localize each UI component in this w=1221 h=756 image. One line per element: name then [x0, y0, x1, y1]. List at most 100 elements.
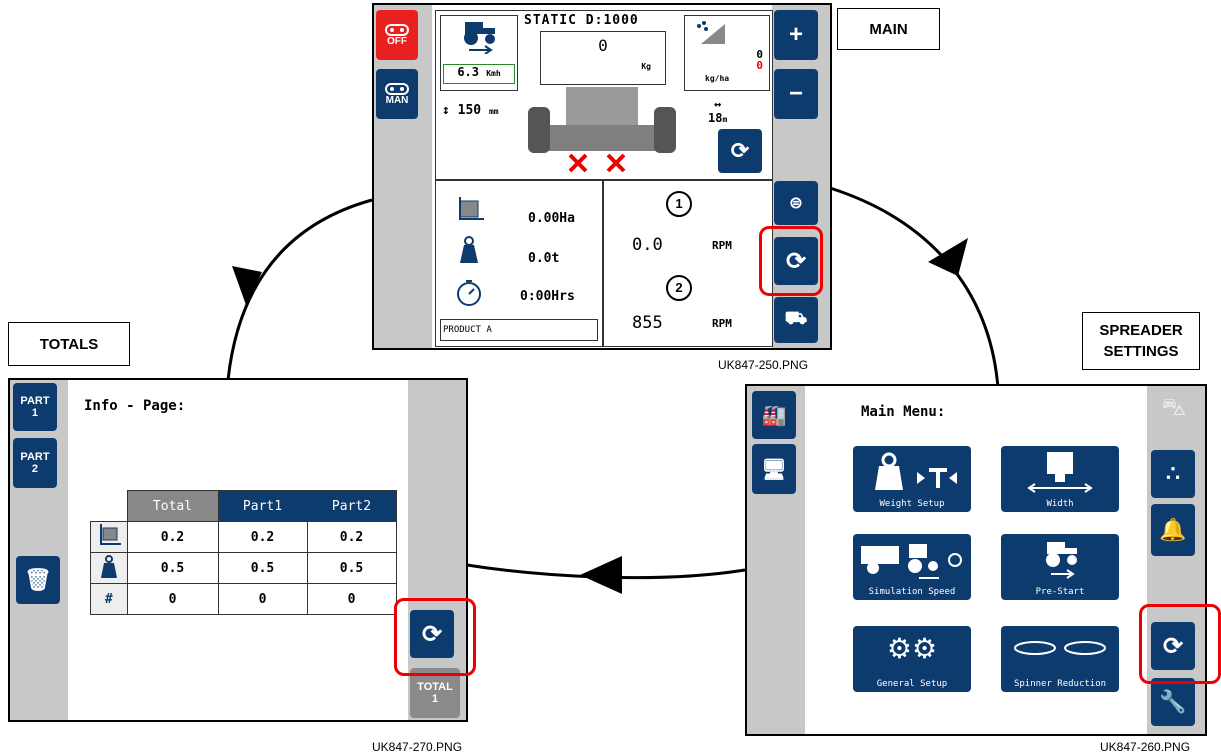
pre-start-button[interactable]: Pre-Start [1001, 534, 1119, 600]
status-panel: STATIC D:1000 6.3 Kmh 0 Kg ↕ 150 mm [435, 10, 773, 180]
column-header: Part1 [217, 490, 308, 522]
width-readout: ↔ 18m [708, 97, 727, 125]
rate-box: 0 0 kg/ha [684, 15, 770, 91]
weight-setup-label: Weight Setup [879, 499, 945, 509]
next-page-button[interactable]: ⟳ [1151, 622, 1195, 670]
rate-increase-button[interactable]: + [774, 10, 818, 60]
tools-button[interactable]: 🔧 [1151, 678, 1195, 726]
diagnostics-button[interactable]: 🖥 [752, 444, 796, 494]
belt-icon [385, 82, 409, 95]
wrench-screwdriver-icon: 🔧 [1159, 689, 1187, 714]
caption-spreader: UK847-260.PNG [1100, 740, 1191, 754]
part2-button[interactable]: PART 2 [13, 438, 57, 488]
spinner-reduction-button[interactable]: Spinner Reduction [1001, 626, 1119, 692]
speed-unit: Kmh [486, 69, 501, 78]
counters-panel: 0.00Ha 0.0t 0:00Hrs PRODUCT A [435, 180, 603, 347]
spinner2-icon: 2 [666, 275, 692, 301]
table-cell: 0.5 [217, 552, 308, 584]
table-row: 0.2 0.2 0.2 [90, 521, 397, 553]
area-icon [459, 197, 484, 220]
factory-icon: 🏭 [761, 404, 787, 427]
next-page-button[interactable]: ⟳ [410, 610, 454, 658]
delete-button[interactable]: 🗑 [16, 556, 60, 604]
total1-button[interactable]: TOTAL 1 [410, 668, 460, 718]
highlight-totals-cycle [394, 598, 476, 676]
spinner1-value: 0.0 [632, 235, 663, 255]
spinner-button[interactable]: ⊜ [774, 181, 818, 225]
next-page-button[interactable]: ⟳ [774, 237, 818, 285]
weight-icon [460, 236, 478, 263]
width-value: 18 [708, 111, 723, 125]
main-label: MAIN [837, 8, 940, 50]
table-cell: 0 [126, 583, 219, 615]
totals-label: TOTALS [8, 322, 130, 366]
width-icon [1027, 452, 1093, 493]
spinner1-icon: 1 [666, 191, 692, 217]
right-rail [408, 380, 466, 720]
arrow-head-up [232, 266, 262, 305]
tractor-icon [1046, 542, 1077, 579]
weight-setup-icon [875, 452, 957, 490]
table-header-row: Total Part1 Part2 [91, 490, 397, 522]
bell-icon: 🔔 [1159, 517, 1187, 542]
main-screen: OFF MAN STATIC D:1000 6.3 Kmh 0 Kg ↕ [372, 3, 832, 350]
pre-start-label: Pre-Start [1035, 587, 1085, 597]
cycle-icon: ⟳ [785, 247, 807, 275]
totals-table: Total Part1 Part2 0.2 0.2 0.2 0.5 0.5 0.… [90, 490, 397, 615]
general-setup-button[interactable]: ⚙⚙ General Setup [853, 626, 971, 692]
table-cell: 0 [306, 583, 397, 615]
product-button[interactable]: ∴ [1151, 450, 1195, 498]
height-value: 150 [457, 103, 482, 118]
width-button[interactable]: Width [1001, 446, 1119, 512]
simulation-speed-button[interactable]: Simulation Speed [853, 534, 971, 600]
totals-screen: PART 1 PART 2 🗑 Info - Page: Total Part1… [8, 378, 468, 722]
arrow-head-left [580, 556, 622, 594]
part1-button[interactable]: PART 1 [13, 383, 57, 431]
height-arrow-icon: ↕ [442, 103, 450, 118]
rate-value: 0 [756, 48, 763, 61]
rotate-screen-button[interactable]: ⟳ [718, 129, 762, 173]
info-page-title: Info - Page: [84, 398, 186, 414]
table-cell: 0.5 [126, 552, 219, 584]
alarms-button[interactable]: 🔔 [1151, 504, 1195, 556]
simulation-speed-label: Simulation Speed [868, 587, 956, 597]
trailer-icon: ⛍ [1161, 394, 1187, 421]
stopwatch-icon [457, 280, 481, 306]
off-button[interactable]: OFF [376, 10, 418, 60]
count-icon: # [90, 583, 128, 615]
minus-icon: − [788, 80, 803, 107]
caption-main: UK847-250.PNG [718, 358, 809, 372]
spinner-reduction-label: Spinner Reduction [1013, 679, 1107, 689]
table-cell: 0.2 [217, 521, 308, 553]
arrow-head-down [928, 238, 968, 276]
pre-start-button[interactable]: ⛟ [774, 297, 818, 343]
width-label: Width [1046, 499, 1074, 509]
factory-button[interactable]: 🏭 [752, 391, 796, 439]
product-field[interactable]: PRODUCT A [440, 319, 598, 341]
column-header: Part2 [306, 490, 397, 522]
man-button[interactable]: MAN [376, 69, 418, 119]
weight-box: 0 Kg [540, 31, 666, 85]
belt-icon [385, 23, 409, 36]
gears-icon: ⚙⚙ [886, 633, 938, 664]
weight-value: 0 [598, 36, 608, 55]
main-menu-title: Main Menu: [861, 404, 946, 420]
weight-setup-button[interactable]: Weight Setup [853, 446, 971, 512]
arc-main-to-spreader [829, 186, 1000, 389]
weight-icon [90, 552, 128, 584]
rate-target: 0 [756, 59, 763, 72]
rate-decrease-button[interactable]: − [774, 69, 818, 119]
rate-icon [697, 21, 725, 44]
area-icon [90, 521, 128, 553]
height-readout: ↕ 150 mm [442, 103, 499, 118]
cycle-icon: ⟳ [421, 620, 443, 648]
table-cell: 0.2 [306, 521, 397, 553]
highlight-main-cycle [759, 226, 823, 296]
spinner-reduction-icon [1014, 641, 1106, 655]
spreader-settings-label: SPREADER SETTINGS [1082, 312, 1200, 370]
rotate-icon: ⟳ [730, 138, 750, 163]
arc-main-to-totals [226, 198, 373, 381]
area-value: 0.00Ha [528, 211, 575, 226]
left-rail [374, 5, 432, 348]
table-row: 0.5 0.5 0.5 [90, 552, 397, 584]
